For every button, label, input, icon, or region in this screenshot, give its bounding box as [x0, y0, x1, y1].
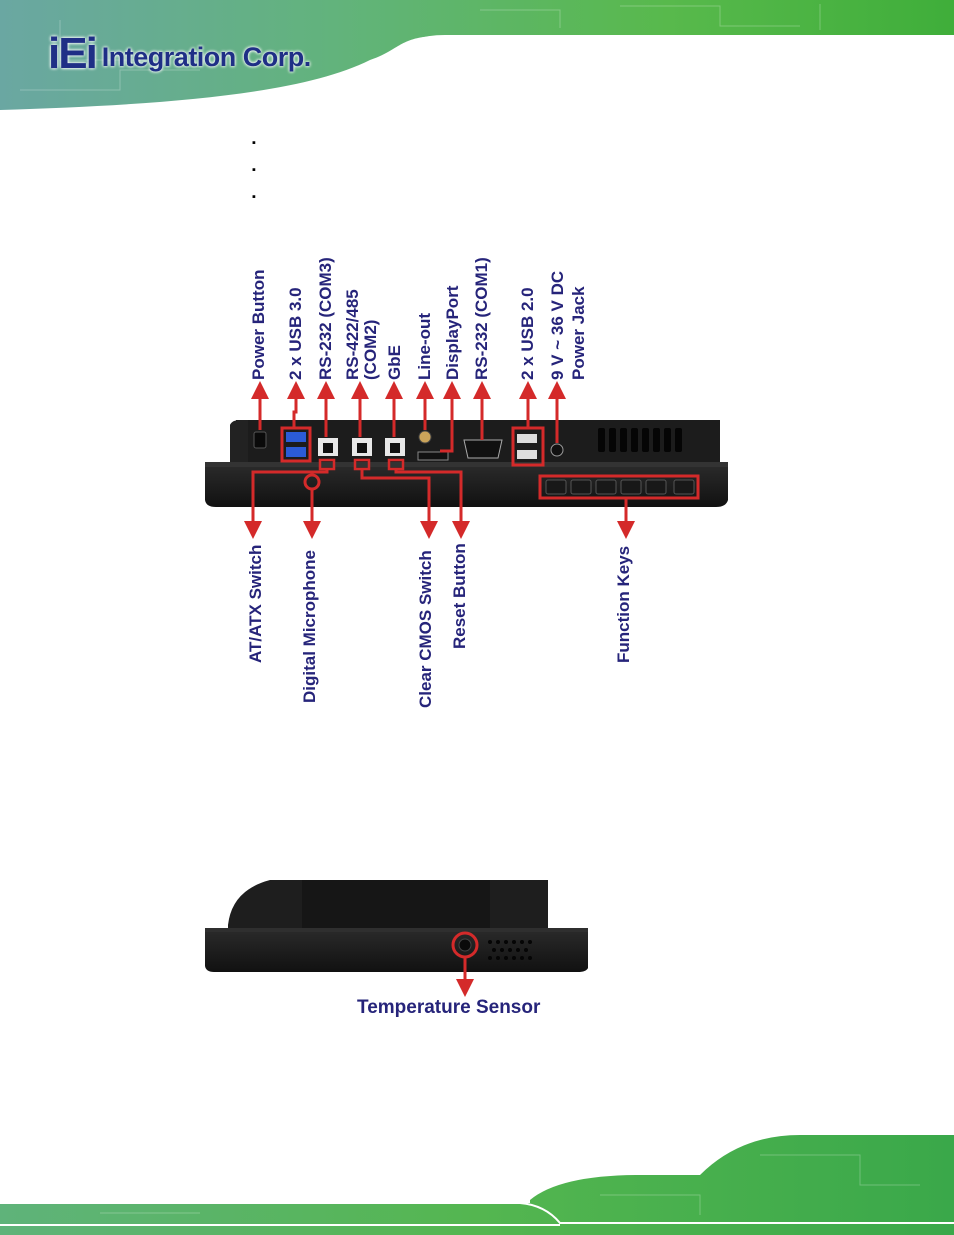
label-usb2: 2 x USB 2.0	[518, 287, 537, 380]
label-reset-button: Reset Button	[450, 543, 469, 649]
label-gbe: GbE	[385, 345, 404, 380]
label-rs422-485: RS-422/485	[343, 289, 362, 380]
label-at-atx-switch: AT/ATX Switch	[246, 544, 265, 663]
label-usb3: 2 x USB 3.0	[286, 287, 305, 380]
label-temperature-sensor: Temperature Sensor	[357, 997, 541, 1018]
label-power-button: Power Button	[249, 269, 268, 381]
device-side-view	[205, 880, 588, 997]
device-rear-view	[205, 420, 728, 507]
label-power-jack: Power Jack	[569, 286, 588, 380]
label-function-keys: Function Keys	[614, 545, 633, 663]
label-dc-input: 9 V ~ 36 V DC	[548, 270, 567, 380]
label-clear-cmos-switch: Clear CMOS Switch	[416, 550, 435, 708]
label-com2: (COM2)	[361, 319, 380, 380]
label-rs232-com1: RS-232 (COM1)	[472, 257, 491, 380]
header-decoration	[0, 0, 954, 113]
label-digital-microphone: Digital Microphone	[300, 550, 319, 703]
label-line-out: Line-out	[415, 312, 434, 380]
logo-text: Integration Corp.	[101, 42, 312, 72]
label-rs232-com3: RS-232 (COM3)	[316, 257, 335, 380]
company-logo: iEi Integration Corp.	[48, 30, 311, 76]
label-displayport: DisplayPort	[443, 285, 462, 380]
footer-decoration	[0, 1135, 954, 1235]
logo-mark: iEi	[48, 29, 98, 78]
